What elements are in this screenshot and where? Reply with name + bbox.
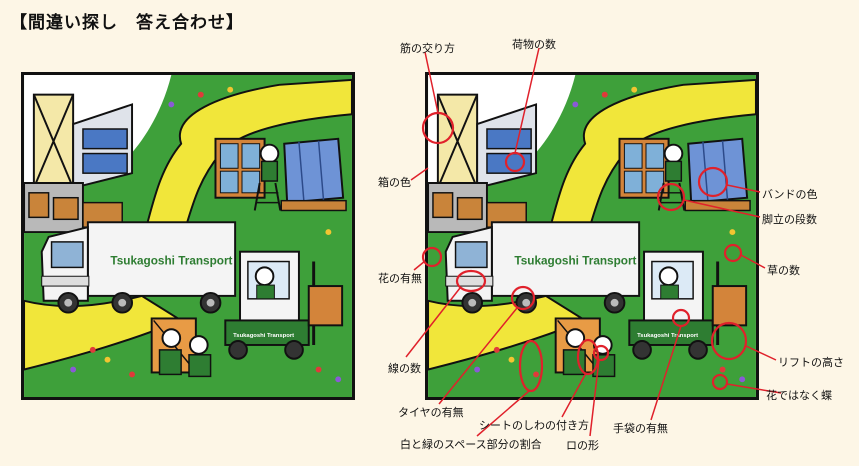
diff-circle-lift [710, 321, 748, 361]
annotation-lines: 筋の交り方 [400, 42, 455, 55]
diff-circle-lines [421, 111, 455, 145]
annotation-glove: 手袋の有無 [613, 422, 668, 435]
original-scene: Tsukagoshi Transport Tsukagoshi Transpor… [24, 75, 352, 397]
annotation-sheet: シートのしわの付き方 [479, 419, 589, 432]
original-picture-panel: Tsukagoshi Transport Tsukagoshi Transpor… [21, 72, 355, 400]
truck-logo-text: Tsukagoshi Transport [110, 254, 232, 267]
annotation-box: 箱の色 [378, 176, 411, 189]
answer-scene: Tsukagoshi Transport Tsukagoshi Transpor… [428, 75, 756, 397]
page-title: 【間違い探し 答え合わせ】 [10, 13, 244, 33]
diff-circle-flower [421, 246, 443, 268]
diff-circle-cargo [504, 151, 526, 173]
diff-circle-butterfly [711, 373, 729, 391]
answer-picture-panel: Tsukagoshi Transport Tsukagoshi Transpor… [425, 72, 759, 400]
diff-circle-glove [671, 308, 691, 328]
annotation-cargo: 荷物の数 [512, 38, 556, 51]
annotation-flower: 花の有無 [378, 272, 422, 285]
annotation-band: バンドの色 [762, 188, 818, 201]
diff-circle-mouth [592, 344, 610, 362]
truck-logo-text: Tsukagoshi Transport [514, 254, 636, 267]
annotation-ladder: 脚立の段数 [762, 213, 817, 226]
annotation-mouth: ロの形 [566, 439, 599, 452]
annotation-tire: タイヤの有無 [398, 406, 464, 419]
diff-circle-tire [510, 285, 536, 311]
diff-circle-ladder [656, 182, 686, 212]
diff-circle-ratio [518, 339, 544, 393]
forklift-logo-text: Tsukagoshi Transport [233, 333, 294, 339]
diff-circle-grass [723, 243, 743, 263]
annotation-butterfly: 花ではなく蝶 [766, 389, 832, 402]
forklift-logo-text: Tsukagoshi Transport [637, 333, 698, 339]
annotation-ratio: 白と緑のスペース部分の割合 [400, 438, 542, 451]
diff-circle-sheet [576, 338, 600, 376]
annotation-lift: リフトの高さ [778, 356, 844, 369]
annotation-grass: 草の数 [767, 264, 800, 277]
diff-circle-band [697, 166, 729, 198]
annotation-wire: 線の数 [388, 362, 421, 375]
diff-circle-wire [455, 269, 487, 293]
